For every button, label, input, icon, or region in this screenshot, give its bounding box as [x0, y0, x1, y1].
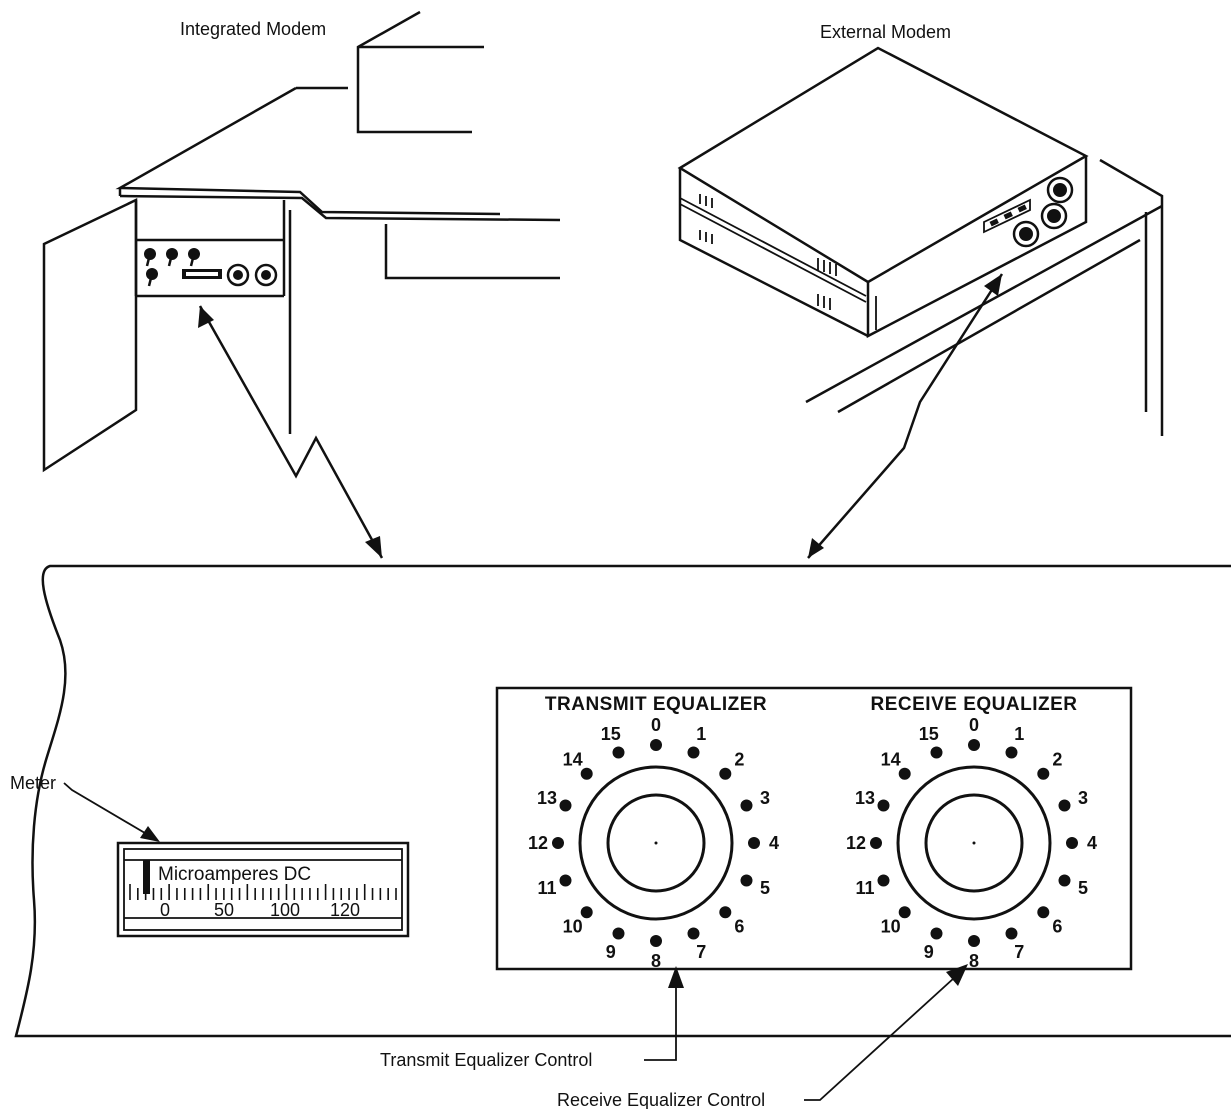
transmit-position-label-12: 12	[528, 833, 548, 853]
transmit-position-label-8: 8	[651, 951, 661, 971]
modem-arrows	[198, 273, 1004, 559]
transmit-dial-knob[interactable]	[606, 793, 706, 893]
transmit-position-dot-5[interactable]	[740, 874, 753, 887]
transmit-position-label-6: 6	[734, 916, 744, 936]
meter-title: Microamperes DC	[158, 864, 311, 885]
external-modem-table	[805, 158, 1164, 436]
transmit-position-label-13: 13	[537, 788, 557, 808]
meter-scale-ticks	[129, 884, 397, 900]
transmit-position-dot-14[interactable]	[580, 767, 593, 780]
receive-position-dot-7[interactable]	[1005, 927, 1018, 940]
transmit-position-dot-1[interactable]	[687, 746, 700, 759]
receive-position-label-10: 10	[881, 916, 901, 936]
transmit-position-label-14: 14	[563, 750, 583, 770]
meter-label: Meter	[10, 773, 56, 793]
external-modem-label: External Modem	[820, 22, 951, 42]
receive-position-label-7: 7	[1014, 942, 1024, 962]
receive-position-dot-6[interactable]	[1037, 906, 1050, 919]
transmit-position-dot-7[interactable]	[687, 927, 700, 940]
receive-dial-center	[972, 841, 976, 845]
receive-dial-knob[interactable]	[924, 793, 1024, 893]
receive-equalizer-control-label: Receive Equalizer Control	[557, 1090, 765, 1109]
receive-position-label-4: 4	[1087, 833, 1097, 853]
external-modem-controls	[983, 176, 1074, 248]
transmit-position-dot-6[interactable]	[719, 906, 732, 919]
receive-position-label-1: 1	[1014, 724, 1024, 744]
transmit-position-label-0: 0	[651, 715, 661, 735]
transmit-position-label-9: 9	[606, 942, 616, 962]
external-modem-vents	[699, 194, 837, 310]
integrated-modem-drawing	[42, 10, 561, 473]
transmit-position-dot-11[interactable]	[559, 874, 572, 887]
transmit-position-label-11: 11	[537, 878, 556, 898]
meter-scale-120: 120	[330, 900, 360, 920]
transmit-position-dot-8[interactable]	[650, 935, 662, 947]
receive-position-label-13: 13	[855, 788, 875, 808]
transmit-position-dot-15[interactable]	[612, 746, 625, 759]
receive-position-label-2: 2	[1052, 750, 1062, 770]
meter-scale-0: 0	[160, 900, 170, 920]
transmit-position-label-7: 7	[696, 942, 706, 962]
meter: Microamperes DC 0 50 100 120	[116, 841, 410, 938]
transmit-position-dot-2[interactable]	[719, 767, 732, 780]
enlarged-panel	[14, 564, 1231, 1038]
receive-position-dot-10[interactable]	[898, 906, 911, 919]
transmit-dial-center	[654, 841, 658, 845]
receive-position-dot-4[interactable]	[1066, 837, 1078, 849]
external-modem-drawing	[677, 46, 1164, 436]
meter-scale-100: 100	[270, 900, 300, 920]
receive-position-label-5: 5	[1078, 878, 1088, 898]
transmit-position-dot-4[interactable]	[748, 837, 760, 849]
receive-dial-outer-ring	[896, 765, 1052, 921]
meter-scale-50: 50	[214, 900, 234, 920]
receive-position-dot-1[interactable]	[1005, 746, 1018, 759]
transmit-position-dot-13[interactable]	[559, 799, 572, 812]
receive-position-dot-5[interactable]	[1058, 874, 1071, 887]
bottom-callouts: Transmit Equalizer Control Receive Equal…	[380, 964, 968, 1109]
transmit-position-dot-9[interactable]	[612, 927, 625, 940]
receive-position-dot-14[interactable]	[898, 767, 911, 780]
transmit-dial-outer-ring	[578, 765, 734, 921]
transmit-position-dot-0[interactable]	[650, 739, 662, 751]
receive-position-label-15: 15	[919, 724, 939, 744]
receive-position-label-0: 0	[969, 715, 979, 735]
receive-equalizer-title: RECEIVE EQUALIZER	[871, 694, 1078, 715]
receive-position-dot-9[interactable]	[930, 927, 943, 940]
receive-position-label-12: 12	[846, 833, 866, 853]
transmit-position-label-15: 15	[601, 724, 621, 744]
transmit-equalizer-title: TRANSMIT EQUALIZER	[545, 694, 767, 715]
transmit-position-dot-3[interactable]	[740, 799, 753, 812]
transmit-position-dot-10[interactable]	[580, 906, 593, 919]
receive-position-label-8: 8	[969, 951, 979, 971]
receive-position-dot-15[interactable]	[930, 746, 943, 759]
transmit-equalizer-control-label: Transmit Equalizer Control	[380, 1050, 592, 1070]
receive-position-dot-2[interactable]	[1037, 767, 1050, 780]
receive-position-dot-12[interactable]	[870, 837, 882, 849]
receive-position-label-6: 6	[1052, 916, 1062, 936]
transmit-position-dot-12[interactable]	[552, 837, 564, 849]
transmit-position-label-4: 4	[769, 833, 779, 853]
receive-position-label-3: 3	[1078, 788, 1088, 808]
receive-position-dot-13[interactable]	[877, 799, 890, 812]
transmit-position-label-10: 10	[563, 916, 583, 936]
transmit-position-label-5: 5	[760, 878, 770, 898]
receive-position-dot-11[interactable]	[877, 874, 890, 887]
receive-position-dot-0[interactable]	[968, 739, 980, 751]
integrated-modem-label: Integrated Modem	[180, 19, 326, 39]
transmit-position-label-1: 1	[696, 724, 706, 744]
receive-position-label-11: 11	[855, 878, 874, 898]
transmit-position-label-3: 3	[760, 788, 770, 808]
receive-position-dot-3[interactable]	[1058, 799, 1071, 812]
receive-position-label-9: 9	[924, 942, 934, 962]
receive-position-label-14: 14	[881, 750, 901, 770]
transmit-position-label-2: 2	[734, 750, 744, 770]
integrated-panel-knobs	[144, 248, 278, 287]
receive-position-dot-8[interactable]	[968, 935, 980, 947]
meter-needle	[143, 860, 150, 894]
